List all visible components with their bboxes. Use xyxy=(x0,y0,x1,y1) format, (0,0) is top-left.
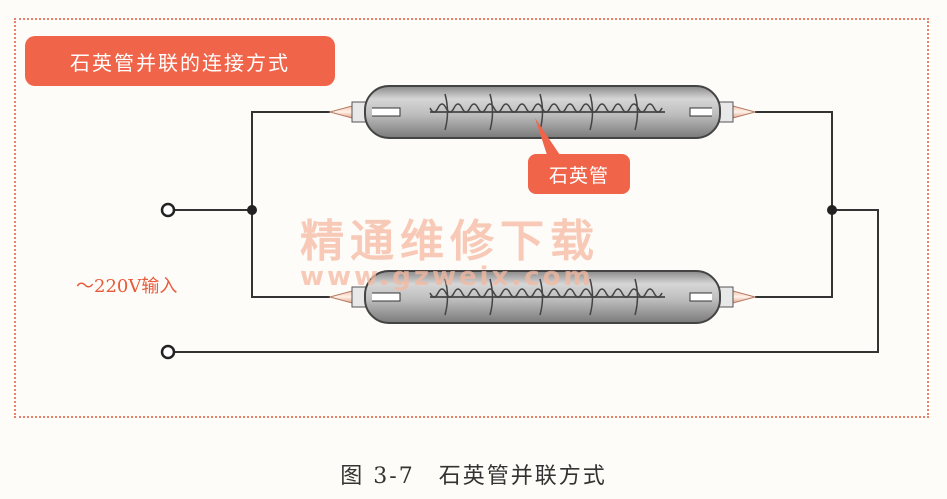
input-voltage-label: ～220V输入 xyxy=(76,276,178,297)
input-terminal-top xyxy=(160,202,176,218)
right-junction-dot xyxy=(827,205,837,215)
quartz-tube-top xyxy=(328,85,757,139)
figure-caption: 图 3-7 石英管并联方式 xyxy=(340,464,607,489)
diagram-frame xyxy=(14,18,929,418)
wiring xyxy=(172,111,879,353)
left-junction-dot xyxy=(247,205,257,215)
watermark-text: 精通维修下载 xyxy=(300,216,600,267)
input-terminal-bottom xyxy=(160,344,176,360)
right-bus-wire xyxy=(755,111,833,298)
quartz-tube-bottom xyxy=(328,270,757,324)
diagram-title-badge: 石英管并联的连接方式 xyxy=(25,36,335,86)
tube-label-pointer xyxy=(535,118,562,158)
watermark-url: www.gzweix.com xyxy=(300,262,594,292)
return-wire xyxy=(172,209,879,353)
left-bus-wire xyxy=(251,111,330,298)
tube-label-callout: 石英管 xyxy=(528,154,630,194)
